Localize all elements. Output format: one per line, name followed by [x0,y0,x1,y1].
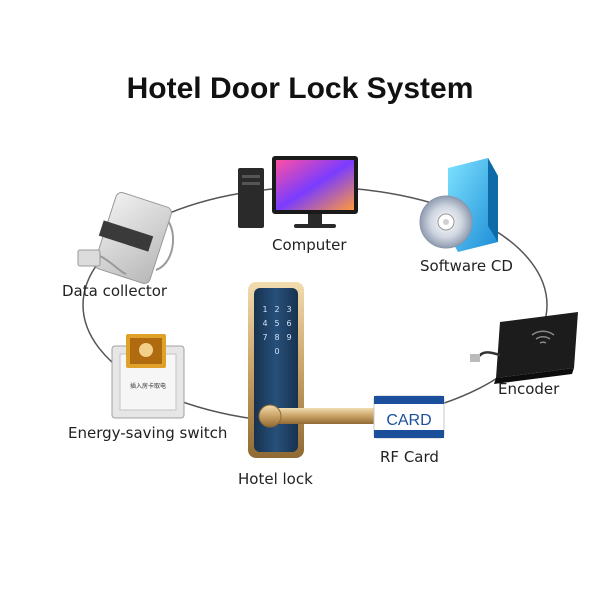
switch-caption: 插入房卡取电 [130,382,166,390]
keypad-key: 2 [274,305,279,314]
label-computer: Computer [272,236,347,254]
keypad-key: 0 [274,347,279,356]
label-hotel-lock: Hotel lock [238,470,313,488]
data-collector-icon [77,192,174,284]
card-face-text: CARD [386,412,431,429]
keypad-key: 1 [262,305,267,314]
keypad-key: 4 [262,319,267,328]
keypad-key: 6 [286,319,291,328]
keypad-key: 7 [262,333,267,342]
keypad-key: 3 [286,305,291,314]
label-software-cd: Software CD [420,257,513,275]
computer-icon [238,156,358,228]
label-data-collector: Data collector [62,282,168,300]
rf-card-icon: CARD [373,395,445,439]
software-cd-icon [419,158,498,252]
diagram-title: Hotel Door Lock System [126,72,474,105]
keypad-key: 5 [274,319,279,328]
label-rf-card: RF Card [380,448,439,466]
label-encoder: Encoder [498,380,560,398]
label-energy-saving-switch: Energy-saving switch [68,424,228,442]
energy-saving-switch-icon: 插入房卡取电 [111,334,185,419]
keypad-key: 8 [274,333,279,342]
encoder-icon [470,312,578,384]
keypad-key: 9 [286,333,291,342]
